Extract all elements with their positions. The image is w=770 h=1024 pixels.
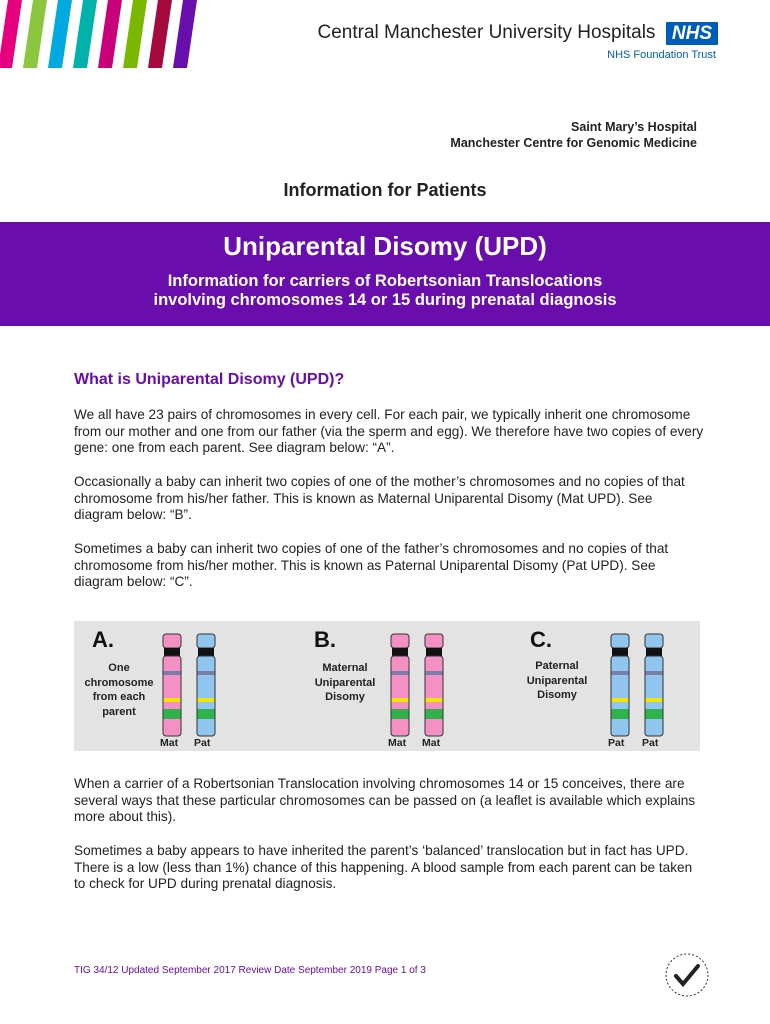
positive-about-disabled-people-icon [665,953,709,997]
paragraph-maternal-upd: Occasionally a baby can inherit two copi… [74,474,685,522]
chromosome-pat [196,633,216,737]
hospital-name: Saint Mary’s Hospital [571,120,697,134]
footer-reference: TIG 34/12 Updated September 2017 Review … [74,965,426,976]
organisation-header: Central Manchester University Hospitals … [318,22,718,61]
document-subtitle: Information for carriers of Robertsonian… [0,272,770,310]
chromosome-label: Pat [608,737,625,749]
section-heading: What is Uniparental Disomy (UPD)? [74,371,345,388]
paragraph-translocation: When a carrier of a Robertsonian Translo… [74,776,696,824]
chromosome-pat [644,633,664,737]
document-title: Uniparental Disomy (UPD) [223,231,547,261]
chromosome-mat [390,633,410,737]
subtitle-line-2: involving chromosomes 14 or 15 during pr… [153,291,617,309]
organisation-name: Central Manchester University Hospitals [317,22,656,43]
chromosome-label: Pat [642,737,659,749]
panel-letter: B. [314,627,336,652]
brand-stripes-logo [0,0,197,68]
trust-name: NHS Foundation Trust [607,49,716,61]
panel-letter: C. [530,627,552,652]
paragraph-paternal-upd: Sometimes a baby can inherit two copies … [74,541,669,589]
chromosome-label: Pat [194,737,211,749]
hospital-address: Saint Mary’s Hospital Manchester Centre … [450,119,697,151]
panel-letter: A. [92,627,114,652]
nhs-logo: NHS [665,22,718,45]
chromosome-mat [162,633,182,737]
paragraph-prenatal-check: Sometimes a baby appears to have inherit… [74,843,693,891]
info-title: Information for Patients [283,180,487,200]
chromosome-label: Mat [422,737,441,749]
title-banner: Uniparental Disomy (UPD) Information for… [0,222,770,326]
paragraph-definition: We all have 23 pairs of chromosomes in e… [74,407,704,455]
chromosome-mat [424,633,444,737]
chromosome-label: Mat [388,737,407,749]
subtitle-line-1: Information for carriers of Robertsonian… [167,272,603,290]
department-name: Manchester Centre for Genomic Medicine [450,136,697,150]
chromosome-pat [610,633,630,737]
chromosome-label: Mat [160,737,179,749]
